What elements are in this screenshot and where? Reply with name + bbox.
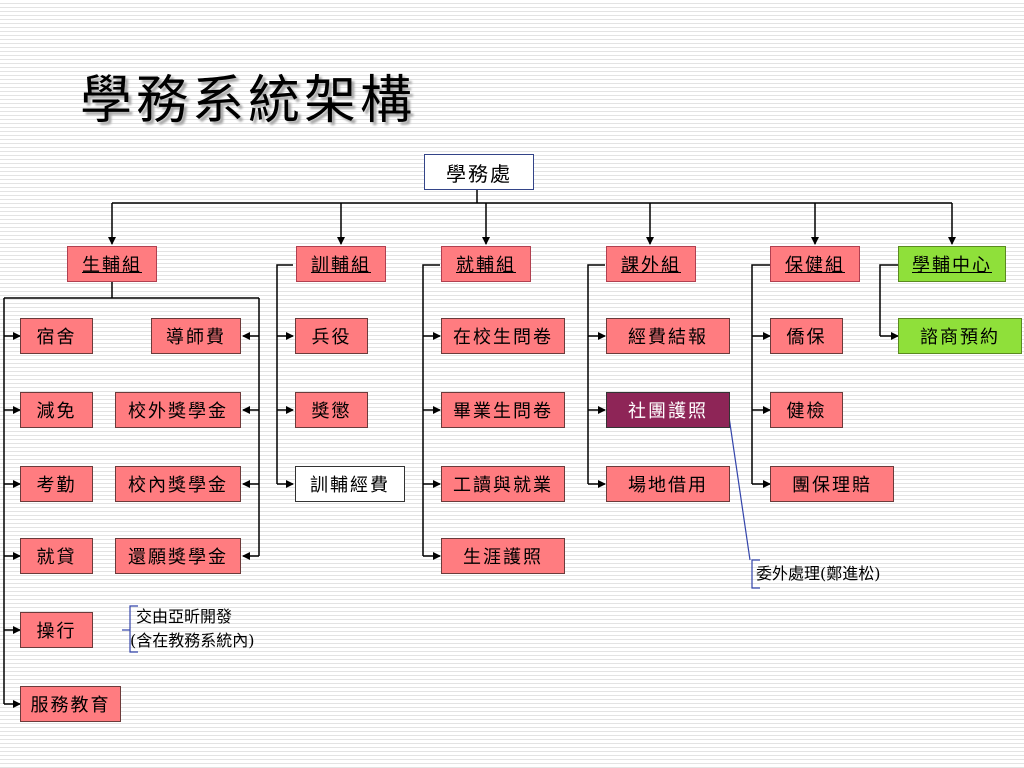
item-xiaowai-jiangxuejin: 校外獎學金 xyxy=(115,392,241,428)
item-gongdu-jiuye: 工讀與就業 xyxy=(441,466,565,502)
item-changdi-jieyong: 場地借用 xyxy=(606,466,730,502)
item-caoxing: 操行 xyxy=(20,612,93,648)
group-baojian: 保健組 xyxy=(770,246,860,282)
group-xuefu: 學輔中心 xyxy=(898,246,1006,282)
item-tuanbao-lipei: 團保理賠 xyxy=(770,466,894,502)
note-yaxin-line1: 交由亞昕開發 xyxy=(136,607,233,626)
item-jianmian: 減免 xyxy=(20,392,93,428)
group-kewai: 課外組 xyxy=(606,246,696,282)
item-jiangcheng: 獎懲 xyxy=(295,392,368,428)
item-zaixiaosheng-wenjuan: 在校生問卷 xyxy=(441,318,565,354)
item-xiaonei-jiangxuejin: 校內獎學金 xyxy=(115,466,241,502)
item-qiaobao: 僑保 xyxy=(770,318,843,354)
item-zixun-yuyue: 諮商預約 xyxy=(898,318,1022,354)
item-kaoqin: 考勤 xyxy=(20,466,93,502)
item-sushe: 宿舍 xyxy=(20,318,93,354)
group-shengfu: 生輔組 xyxy=(67,246,157,282)
item-jianjian: 健檢 xyxy=(770,392,843,428)
item-huanyuan-jiangxuejin: 還願獎學金 xyxy=(115,538,241,574)
item-daoshifei: 導師費 xyxy=(151,318,241,354)
group-xunfu: 訓輔組 xyxy=(296,246,386,282)
item-shengya-huzhao: 生涯護照 xyxy=(441,538,565,574)
page-title: 學務系統架構 xyxy=(80,71,417,131)
item-bingyi: 兵役 xyxy=(295,318,368,354)
group-jiufu: 就輔組 xyxy=(441,246,531,282)
item-jingfei-jiebao: 經費結報 xyxy=(606,318,730,354)
item-biyesheng-wenjuan: 畢業生問卷 xyxy=(441,392,565,428)
item-shetuan-huzhao: 社團護照 xyxy=(606,392,730,428)
root-box-xuewuchu: 學務處 xyxy=(424,154,534,190)
item-fuwu-jiaoyu: 服務教育 xyxy=(20,686,121,722)
item-jiudai: 就貸 xyxy=(20,538,93,574)
item-xunfu-jingfei: 訓輔經費 xyxy=(295,466,405,502)
note-outsourced: 委外處理(鄭進松) xyxy=(756,564,881,583)
note-yaxin-line2: (含在教務系統內) xyxy=(130,631,255,650)
